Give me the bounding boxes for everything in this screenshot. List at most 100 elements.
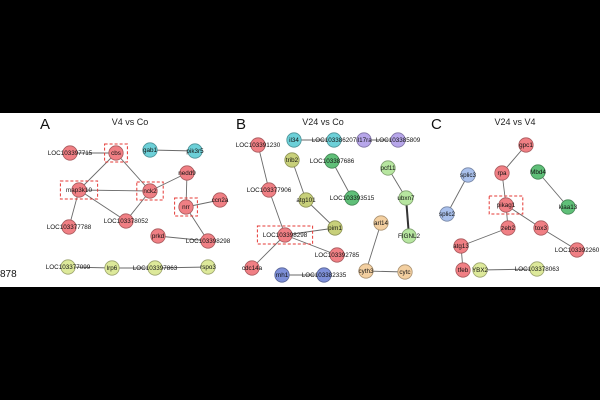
node-circle <box>529 261 545 277</box>
node-LOC103377788[interactable]: LOC103377788 <box>47 219 92 235</box>
node-splic3[interactable]: splic3 <box>460 167 477 183</box>
node-circle <box>284 152 300 168</box>
node-label: cytc <box>399 269 410 276</box>
node-LOC103382335[interactable]: LOC103382335 <box>302 267 347 283</box>
node-LOC103386207[interactable]: LOC103386207 <box>312 132 357 148</box>
node-LOC103398298[interactable]: LOC103398298 <box>263 227 308 243</box>
node-atg101[interactable]: atg101 <box>296 192 316 208</box>
node-label: cdc14a <box>242 265 263 272</box>
node-tox3[interactable]: tox3 <box>533 220 549 236</box>
node-label: prkd <box>152 233 165 240</box>
node-kiaa13[interactable]: kiaa13 <box>559 199 578 215</box>
node-atg13[interactable]: atg13 <box>453 238 469 254</box>
node-LOC103377906[interactable]: LOC103377906 <box>247 182 292 198</box>
node-LOC103397863[interactable]: LOC103397863 <box>133 260 178 276</box>
node-label: LOC103377099 <box>46 264 91 271</box>
node-pcf11[interactable]: pcf11 <box>380 160 396 176</box>
node-label: pcf11 <box>381 165 396 172</box>
node-label: LOC103393515 <box>330 195 375 202</box>
node-label: atg101 <box>296 197 316 204</box>
edge-LOC103391230-LOC103377906 <box>257 144 270 191</box>
node-circle <box>277 227 293 243</box>
edge-YBX2-LOC103378063 <box>479 268 538 271</box>
node-circle <box>326 132 342 148</box>
node-LOC103387686[interactable]: LOC103387686 <box>310 153 355 169</box>
node-circle <box>250 137 266 153</box>
node-circle <box>178 199 194 215</box>
highlight-box-nck2 <box>136 181 164 201</box>
edge-zeb2-atg13 <box>460 227 509 247</box>
node-circle <box>397 264 413 280</box>
node-LOC103391230[interactable]: LOC103391230 <box>236 137 281 153</box>
node-ubxn7[interactable]: ubxn7 <box>397 190 415 206</box>
node-nrr[interactable]: nrr <box>178 199 194 215</box>
node-cdc14a[interactable]: cdc14a <box>242 260 263 276</box>
node-circle <box>358 263 374 279</box>
node-circle <box>61 219 77 235</box>
node-label: tox3 <box>535 225 547 232</box>
node-LOC103377099[interactable]: LOC103377099 <box>46 259 91 275</box>
node-cytc[interactable]: cytc <box>397 264 413 280</box>
node-FIGNL2[interactable]: FIGNL2 <box>398 228 421 244</box>
node-ccn2a[interactable]: ccn2a <box>212 192 229 208</box>
node-circle <box>274 267 290 283</box>
node-circle <box>104 260 120 276</box>
node-splic2[interactable]: splic2 <box>439 206 456 222</box>
node-label: atg13 <box>453 243 469 250</box>
node-label: pikag1 <box>497 202 516 209</box>
highlight-box-LOC103398298 <box>256 225 314 245</box>
node-label: LOC103397863 <box>133 265 178 272</box>
node-LOC103392785[interactable]: LOC103392785 <box>315 247 360 263</box>
node-rpa[interactable]: rpa <box>494 165 510 181</box>
node-cyth3[interactable]: cyth3 <box>358 263 374 279</box>
node-circle <box>356 132 372 148</box>
node-circle <box>187 143 203 159</box>
node-label: pik3r5 <box>186 148 204 155</box>
edge-map3k10-LOC103378052 <box>78 189 127 222</box>
node-LOC103397715[interactable]: LOC103397715 <box>48 145 93 161</box>
node-map3k10[interactable]: map3k10 <box>66 182 92 198</box>
node-LOC103398298[interactable]: LOC103398298 <box>186 233 231 249</box>
node-LOC103378052[interactable]: LOC103378052 <box>104 213 149 229</box>
panel-title-b: V24 vs Co <box>302 117 344 127</box>
node-pim1[interactable]: pim1 <box>327 220 343 236</box>
node-rspo3[interactable]: rspo3 <box>200 259 216 275</box>
node-label: LOC103378063 <box>515 266 560 273</box>
node-nck2[interactable]: nck2 <box>142 183 158 199</box>
node-lrp6[interactable]: lrp6 <box>104 260 120 276</box>
node-prkd[interactable]: prkd <box>150 228 166 244</box>
highlight-box-pikag1 <box>488 195 524 215</box>
node-circle <box>118 213 134 229</box>
node-tfeb[interactable]: tfeb <box>455 262 471 278</box>
node-YBX2[interactable]: YBX2 <box>472 262 489 278</box>
node-gpc1[interactable]: gpc1 <box>518 137 534 153</box>
node-circle <box>390 132 406 148</box>
node-trib2[interactable]: trib2 <box>284 152 300 168</box>
node-circle <box>150 228 166 244</box>
node-LOC103392260[interactable]: LOC103392260 <box>555 242 600 258</box>
node-arl14[interactable]: arl14 <box>373 215 389 231</box>
node-label: trib2 <box>286 157 299 164</box>
node-nedd9[interactable]: nedd9 <box>178 165 196 181</box>
node-label: il17ra <box>356 137 372 144</box>
node-LOC103385809[interactable]: LOC103385809 <box>376 132 421 148</box>
node-label: rnh1 <box>276 272 289 279</box>
node-label: LOC103377788 <box>47 224 92 231</box>
node-il34[interactable]: il34 <box>286 132 302 148</box>
node-LOC103378063[interactable]: LOC103378063 <box>515 261 560 277</box>
node-gab1[interactable]: gab1 <box>142 142 158 158</box>
node-pikag1[interactable]: pikag1 <box>497 197 516 213</box>
node-LOC103393515[interactable]: LOC103393515 <box>330 190 375 206</box>
node-circle <box>533 220 549 236</box>
node-rnh1[interactable]: rnh1 <box>274 267 290 283</box>
node-pik3r5[interactable]: pik3r5 <box>186 143 204 159</box>
node-label: cyth3 <box>358 268 374 275</box>
node-Mbd4[interactable]: Mbd4 <box>530 164 546 180</box>
node-label: ubxn7 <box>397 195 415 202</box>
node-label: il34 <box>289 137 299 144</box>
node-label: tfeb <box>458 267 469 274</box>
node-zeb2[interactable]: zeb2 <box>500 220 516 236</box>
node-circle <box>494 165 510 181</box>
node-cbs[interactable]: cbs <box>108 145 124 161</box>
node-il17ra[interactable]: il17ra <box>356 132 372 148</box>
